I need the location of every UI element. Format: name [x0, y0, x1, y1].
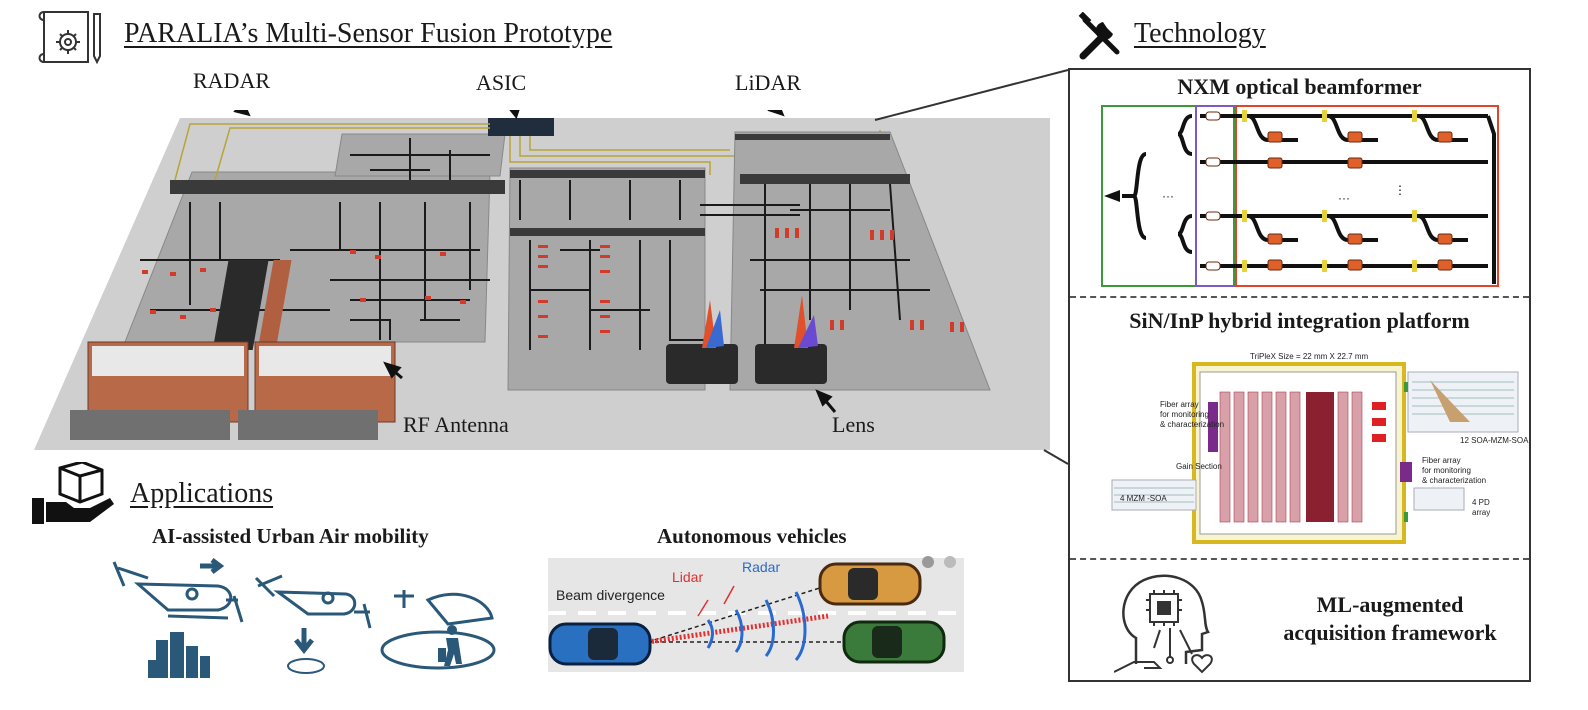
lidar-label: LiDAR — [735, 70, 801, 95]
prototype-illustration — [34, 110, 1050, 450]
urban-air-title: AI-assisted Urban Air mobility — [152, 524, 429, 548]
arrow-down-icon — [294, 628, 314, 655]
divider-1 — [1070, 296, 1529, 298]
svg-text:⋮: ⋮ — [1394, 183, 1406, 197]
hybrid-chip-image — [1111, 362, 1519, 544]
passenger-icon — [438, 625, 462, 666]
fiber-array-2-line2: for monitoring — [1422, 466, 1471, 475]
platform-title: SiN/InP hybrid integration platform — [1129, 308, 1470, 333]
air-taxi-icon-2 — [254, 574, 372, 629]
technology-panel: NXM optical beamformer ··· ··· ⋮ — [1068, 68, 1531, 682]
middle-chip — [507, 167, 706, 391]
autonomous-title: Autonomous vehicles — [657, 524, 847, 548]
car-blue — [548, 622, 652, 666]
chip-size-label: TriPleX Size = 22 mm X 22.7 mm — [1250, 352, 1369, 361]
air-taxi-icon-1 — [112, 561, 244, 623]
pd-array-line1: 4 PD — [1472, 498, 1490, 507]
radar-scene-label: Radar — [742, 559, 780, 575]
city-icon — [148, 632, 210, 678]
fiber-array-1-line3: & characterization — [1160, 420, 1225, 429]
autonomous-scene: Beam divergence Lidar Radar — [548, 556, 964, 672]
svg-text:···: ··· — [1162, 189, 1174, 203]
car-orange — [818, 562, 922, 606]
fiber-array-2-line3: & characterization — [1422, 476, 1487, 485]
antenna-array-2 — [238, 341, 396, 440]
applications-title: Applications — [130, 478, 274, 509]
fiber-array-1-line2: for monitoring — [1160, 410, 1209, 419]
landing-pad-icon — [287, 658, 325, 674]
ml-title-line2: acquisition framework — [1283, 620, 1497, 645]
ml-title-line1: ML-augmented — [1316, 592, 1464, 617]
car-green — [842, 620, 946, 664]
beamformer-title: NXM optical beamformer — [1177, 74, 1422, 99]
fiber-array-2-line1: Fiber array — [1422, 456, 1461, 465]
lens-block-2 — [755, 344, 827, 384]
lens-block-1 — [666, 344, 738, 384]
lens-label: Lens — [832, 412, 875, 437]
fiber-array-1-line1: Fiber array — [1160, 400, 1199, 409]
blueprint-gear-icon — [38, 11, 101, 65]
technology-title: Technology — [1134, 18, 1266, 49]
asic-chip — [488, 118, 554, 136]
zoom-connector — [874, 69, 1069, 465]
pd-array-line2: array — [1472, 508, 1491, 517]
soa-mzm-soa-12-label: 12 SOA-MZM-SOA — [1460, 436, 1529, 445]
tools-icon — [1078, 12, 1120, 60]
asic-label: ASIC — [476, 70, 527, 95]
lidar-scene-label: Lidar — [672, 569, 703, 585]
svg-text:···: ··· — [1338, 191, 1350, 205]
beam-divergence-label: Beam divergence — [556, 587, 665, 603]
divider-2 — [1070, 558, 1529, 560]
ai-head-icon — [1114, 574, 1213, 674]
prototype-title: PARALIA’s Multi-Sensor Fusion Prototype — [124, 18, 613, 49]
gain-section-label: Gain Section — [1176, 462, 1222, 471]
arrow-right-icon — [200, 558, 225, 574]
beamformer-diagram: ··· ··· ⋮ — [1101, 105, 1499, 287]
rf-antenna-label: RF Antenna — [403, 412, 509, 437]
radar-label: RADAR — [193, 68, 271, 93]
hand-box-icon — [32, 462, 114, 524]
air-taxi-icon-3 — [380, 590, 496, 670]
urban-air-icons — [112, 558, 496, 678]
mzm-soa-4-label: 4 MZM -SOA — [1120, 494, 1167, 503]
antenna-array-1 — [70, 341, 249, 440]
